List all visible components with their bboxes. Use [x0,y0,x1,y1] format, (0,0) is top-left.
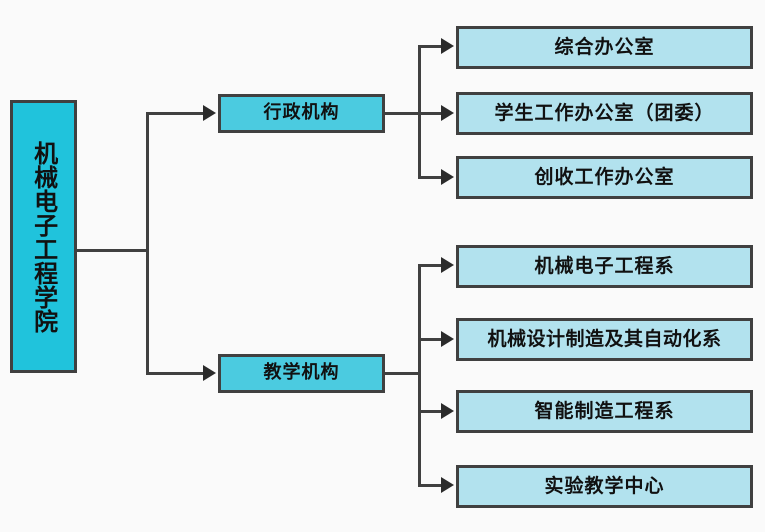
node-leaf-mechatronic-engineering-dept[interactable]: 机械电子工程系 [456,245,753,288]
arrowhead-teaching-to-child-1 [441,257,454,273]
arrowhead-root-to-administrative [203,105,216,121]
arrowhead-root-to-teaching [203,365,216,381]
node-leaf-experimental-teaching-center[interactable]: 实验教学中心 [456,465,753,508]
connector-teaching-spine [418,264,421,486]
node-branch-administrative[interactable]: 行政机构 [218,94,385,133]
connector-root-to-administrative [146,112,204,115]
connector-teaching-stem [385,372,420,375]
connector-teaching-to-child-2 [418,338,444,341]
connector-root-to-teaching [146,372,204,375]
arrowhead-administrative-to-child-3 [441,169,454,185]
connector-administrative-to-child-2 [418,112,444,115]
connector-root-spine [146,112,149,375]
node-leaf-student-affairs-office[interactable]: 学生工作办公室（团委） [456,92,753,135]
node-leaf-general-office[interactable]: 综合办公室 [456,26,753,69]
arrowhead-administrative-to-child-2 [441,105,454,121]
connector-administrative-spine [418,45,421,178]
connector-teaching-to-child-1 [418,264,444,267]
connector-root-trunk [77,249,148,252]
node-leaf-mechanical-design-automation-dept[interactable]: 机械设计制造及其自动化系 [456,318,753,361]
arrowhead-administrative-to-child-1 [441,38,454,54]
connector-teaching-to-child-4 [418,484,444,487]
node-leaf-revenue-office[interactable]: 创收工作办公室 [456,156,753,199]
connector-teaching-to-child-3 [418,410,444,413]
arrowhead-teaching-to-child-2 [441,331,454,347]
connector-administrative-to-child-1 [418,45,444,48]
connector-administrative-stem [385,112,420,115]
connector-administrative-to-child-3 [418,176,444,179]
node-leaf-intelligent-manufacturing-dept[interactable]: 智能制造工程系 [456,390,753,433]
arrowhead-teaching-to-child-3 [441,403,454,419]
node-root-college[interactable]: 机械电子工程学院 [10,100,77,373]
node-branch-teaching[interactable]: 教学机构 [218,354,385,393]
arrowhead-teaching-to-child-4 [441,477,454,493]
